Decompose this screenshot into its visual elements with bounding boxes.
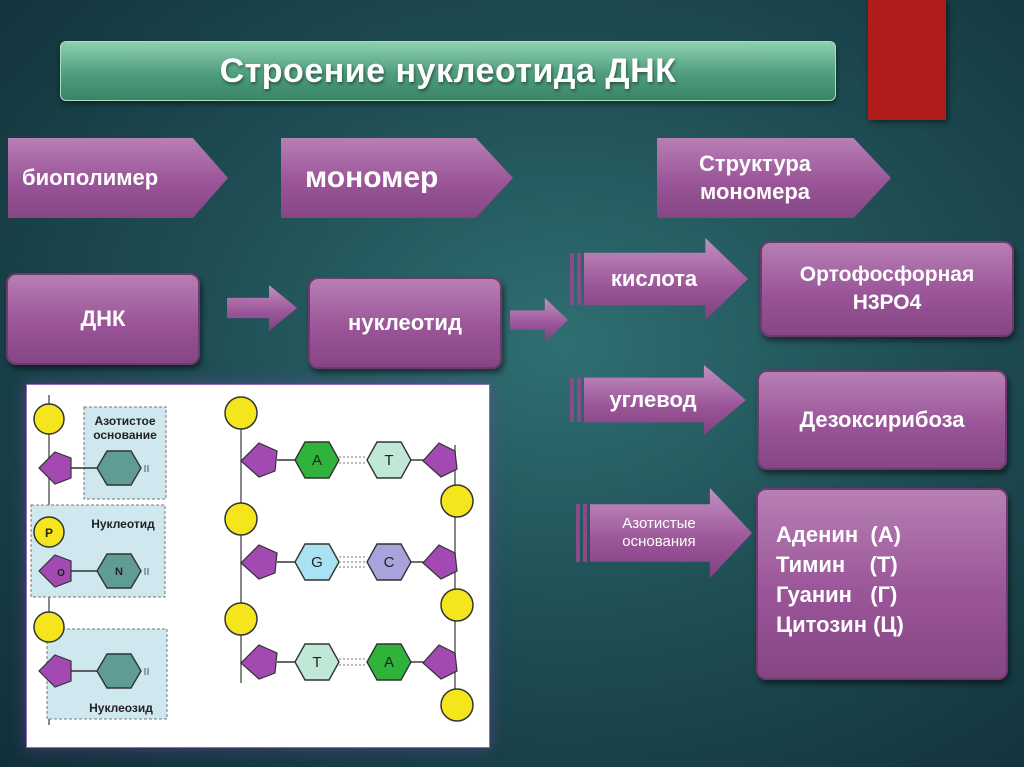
carb-value-box: Дезоксирибоза — [757, 370, 1007, 470]
ds-sugar-l1 — [240, 442, 278, 478]
pair3-left-letter: T — [312, 654, 321, 671]
acid-value-box: Ортофосфорная Н3РО4 — [760, 241, 1014, 337]
acid-value-line2: Н3РО4 — [852, 291, 922, 314]
ds-base-r1 — [366, 441, 412, 479]
dna-structure-diagram: Азотистое основание Нуклеотид Нуклеозид … — [26, 384, 490, 748]
base-item-thymine: Тимин (Т) — [776, 552, 898, 577]
biopolymer-label: биополимер — [22, 165, 159, 190]
monomer-label: мономер — [305, 161, 439, 194]
ds-phosphate-l3 — [224, 602, 258, 636]
sugar-2 — [38, 554, 72, 588]
monomer-structure-chevron: Структура мономера — [657, 138, 891, 218]
ds-sugar-r3 — [422, 644, 458, 680]
bases-label-line2: основания — [622, 533, 696, 550]
carb-arrow-group: углевод — [570, 365, 746, 435]
structure-label-line1: Структура — [699, 151, 811, 176]
phosphate-1 — [33, 403, 65, 435]
dna-diagram-svg: Азотистое основание Нуклеотид Нуклеозид … — [30, 395, 474, 725]
carb-value: Дезоксирибоза — [799, 407, 965, 432]
pair2-right-letter: C — [384, 554, 395, 571]
label-nucleoside: Нуклеозид — [89, 701, 153, 715]
flow-arrow-2 — [510, 298, 568, 342]
phosphate-3 — [33, 611, 65, 643]
page-title: Строение нуклеотида ДНК — [219, 51, 677, 90]
label-base-line1: Азотистое — [94, 414, 155, 428]
bases-arrow: Азотистые основания — [590, 488, 752, 578]
base-symbol: N — [115, 566, 123, 578]
dna-label: ДНК — [80, 306, 126, 331]
bases-list: Аденин (А) Тимин (Т) Гуанин (Г) Цитозин … — [758, 490, 904, 640]
title-banner: Строение нуклеотида ДНК — [60, 41, 836, 101]
bases-list-box: Аденин (А) Тимин (Т) Гуанин (Г) Цитозин … — [756, 488, 1008, 680]
base-item-cytosine: Цитозин (Ц) — [776, 612, 904, 637]
acid-label: кислота — [610, 266, 698, 291]
ds-sugar-l2 — [240, 544, 278, 580]
carb-arrow: углевод — [584, 365, 746, 435]
ds-base-l3 — [294, 643, 340, 681]
sugar-3 — [38, 654, 72, 688]
ds-sugar-r1 — [422, 442, 458, 478]
bases-label-line1: Азотистые — [622, 515, 696, 532]
ds-base-r2 — [366, 543, 412, 581]
base-1 — [96, 450, 142, 486]
ds-phosphate-r1 — [440, 484, 474, 518]
pair1-left-letter: A — [312, 452, 322, 469]
ds-phosphate-r3 — [440, 688, 474, 722]
ds-base-r3 — [366, 643, 412, 681]
ds-base-l1 — [294, 441, 340, 479]
carb-label: углевод — [609, 387, 697, 412]
base-2 — [96, 553, 142, 589]
phosphate-2 — [33, 516, 65, 548]
phosphate-symbol: P — [45, 526, 53, 540]
monomer-chevron: мономер — [281, 138, 513, 218]
acid-arrow-group: кислота — [570, 238, 748, 320]
ds-phosphate-r2 — [440, 588, 474, 622]
base-item-guanine: Гуанин (Г) — [776, 582, 898, 607]
ds-base-l2 — [294, 543, 340, 581]
dna-box: ДНК — [6, 273, 200, 365]
ds-sugar-l3 — [240, 644, 278, 680]
pair3-right-letter: A — [384, 654, 394, 671]
acid-value-line1: Ортофосфорная — [799, 263, 975, 286]
base-3 — [96, 653, 142, 689]
label-nucleotide: Нуклеотид — [91, 517, 155, 531]
nucleotide-box: нуклеотид — [308, 277, 502, 369]
base-item-adenine: Аденин (А) — [776, 522, 901, 547]
ds-phosphate-l1 — [224, 396, 258, 430]
flow-arrow-1 — [227, 285, 297, 331]
sugar-1 — [38, 451, 72, 485]
sugar-symbol: O — [57, 568, 65, 579]
structure-label-line2: мономера — [699, 179, 811, 204]
ds-phosphate-l2 — [224, 502, 258, 536]
acid-arrow: кислота — [584, 238, 748, 320]
bases-arrow-group: Азотистые основания — [576, 488, 752, 578]
nucleotide-label: нуклеотид — [348, 310, 462, 335]
pair1-right-letter: T — [384, 452, 393, 469]
pair2-left-letter: G — [311, 554, 323, 571]
ds-sugar-r2 — [422, 544, 458, 580]
biopolymer-chevron: биополимер — [8, 138, 228, 218]
red-accent-bar — [868, 0, 946, 120]
label-base-line2: основание — [93, 428, 157, 442]
